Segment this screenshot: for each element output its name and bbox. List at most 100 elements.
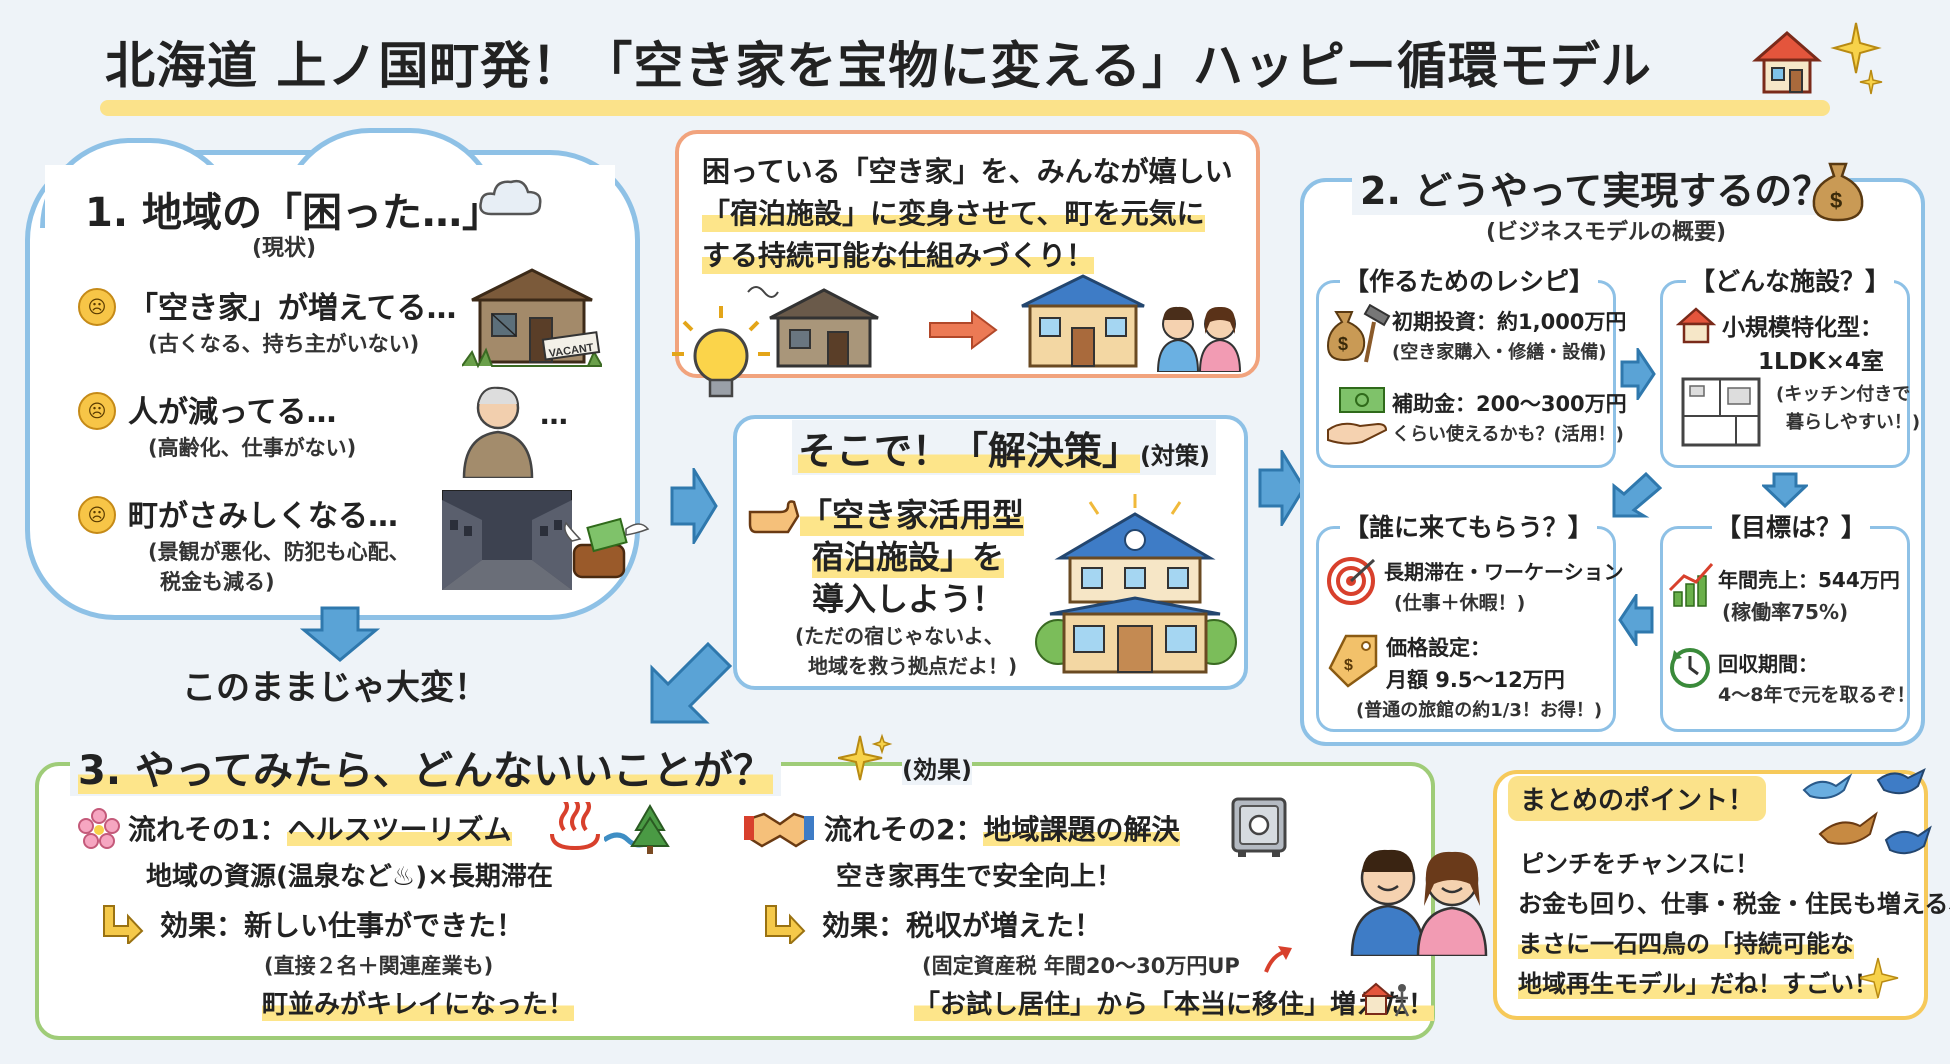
flow2-title-label: 流れその2： (824, 813, 984, 846)
goal-payback: 4〜8年で元を取るぞ！ (1718, 684, 1916, 706)
recipe-invest-detail: (空き家購入・修繕・設備) (1392, 342, 1607, 363)
solution-heading: そこで！「解決策」(対策) (792, 420, 1216, 475)
up-arrow-icon (1264, 946, 1292, 973)
solution-heading-note: (対策) (1140, 442, 1210, 470)
business-subheading: (ビジネスモデルの概要) (1486, 220, 1727, 245)
recipe-subsidy: 補助金：200〜300万円 (1392, 392, 1627, 416)
problem-item-desc: (古くなる、持ち主がいない) (148, 332, 420, 356)
price-tag-icon: $ (1328, 634, 1378, 688)
target-price: 月額 9.5〜12万円 (1386, 668, 1565, 692)
flow1-effect-detail: (直接２名＋関連産業も) (264, 954, 494, 978)
title-underline (100, 100, 1830, 116)
old-house-icon (747, 286, 879, 368)
facility-note: 暮らしやすい！) (1786, 412, 1921, 433)
ellipsis: … (540, 398, 568, 431)
birds-icon (1802, 767, 1932, 855)
business-heading: 2. どうやって実現するの？ (1352, 160, 1839, 215)
effects-heading: 3. やってみたら、どんないいことが？ (70, 738, 781, 796)
problem-item-title: 人が減ってる… (128, 395, 337, 430)
clock-cycle-icon (1670, 648, 1710, 688)
right-arrow (1258, 450, 1306, 526)
flow2-title: 流れその2：地域課題の解決 (824, 808, 1180, 848)
flow2-effect: 効果：税収が増えた！ (822, 904, 1102, 944)
sparkle-icon (838, 733, 893, 781)
target-stay: 長期滞在・ワーケーション (1384, 560, 1624, 584)
flow1-title: 流れその1：ヘルスツーリズム (128, 808, 512, 848)
flow1-title-label: 流れその1： (128, 813, 288, 846)
problem-heading: 1. 地域の「困った…」 (85, 190, 502, 236)
happy-couple-icon (1350, 849, 1488, 956)
flow2-effect-detail: (固定資産税 年間20〜30万円UP (922, 954, 1240, 978)
elderly-person-icon (462, 386, 534, 478)
flying-money-icon (564, 517, 650, 579)
house-icon (1752, 31, 1822, 94)
new-inn-icon (1021, 274, 1145, 368)
target-icon (1327, 557, 1376, 605)
cherry-blossom-icon (78, 808, 120, 849)
problem-item-desc-cont: 税金も減る) (160, 570, 275, 594)
summary-line: まさに一石四鳥の「持続可能な (1518, 924, 1854, 959)
recipe-subsidy-detail: くらい使えるかも？(活用！) (1392, 424, 1624, 445)
safe-icon (1231, 797, 1287, 857)
summary-line: 地域再生モデル」だね！すごい！ (1518, 964, 1878, 999)
problem-subheading: (現状) (252, 236, 317, 261)
cash-hand-icon (1327, 387, 1388, 445)
down-arrow (300, 606, 380, 662)
sparkle-icon (1830, 22, 1883, 95)
return-arrow-icon (103, 905, 144, 944)
money-bag-icon: $ (1812, 162, 1864, 222)
summary-title: まとめのポイント！ (1508, 776, 1767, 821)
solution-heading-text: そこで！「解決策」 (798, 429, 1141, 473)
summary-line: ピンチをチャンスに！ (1520, 850, 1760, 878)
solution-note: 地域を救う拠点だよ！) (808, 654, 1018, 678)
goal-payback-label: 回収期間： (1718, 652, 1818, 676)
flow1-effect-extra: 町並みがキレイになった！ (262, 984, 575, 1021)
lightbulb-icon (672, 306, 770, 398)
inn-building-icon (1035, 494, 1237, 674)
problem-item-desc: (景観が悪化、防犯も心配、 (148, 540, 410, 564)
target-price-note: (普通の旅館の約1/3！お得！) (1356, 700, 1603, 721)
goal-title: 【目標は？】 (1712, 508, 1871, 544)
facility-type: 小規模特化型： (1722, 315, 1883, 341)
goal-box (1660, 526, 1910, 732)
facility-note: (キッチン付きで (1776, 384, 1911, 405)
goal-sales-detail: (稼働率75%) (1722, 600, 1849, 624)
happy-people-icon (1156, 306, 1242, 372)
pointing-hand-icon (748, 500, 800, 534)
recipe-invest: 初期投資：約1,000万円 (1392, 310, 1627, 334)
flow2-desc: 空き家再生で安全向上！ (836, 862, 1123, 892)
effects-heading-text: 3. やってみたら、どんないいことが？ (78, 748, 773, 794)
target-title: 【誰に来てもらう？】 (1340, 508, 1597, 544)
solution-note: (ただの宿じゃないよ、 (795, 624, 1004, 648)
cloud-icon (479, 179, 542, 216)
down-left-arrow (1612, 472, 1662, 518)
flow1-effect-label: 効果： (160, 909, 245, 942)
house-walk-icon (1362, 982, 1410, 1017)
chart-up-icon (1668, 563, 1714, 607)
svg-text:$: $ (1338, 334, 1348, 354)
target-stay-detail: (仕事＋休暇！) (1394, 592, 1526, 614)
facility-rooms: 1LDK×4室 (1758, 349, 1884, 375)
floor-plan-icon (1681, 377, 1761, 447)
mission-line: 困っている「空き家」を、みんなが嬉しい (702, 155, 1233, 188)
handshake-icon (744, 812, 814, 848)
solution-line: 導入しよう！ (812, 580, 1005, 618)
dark-street-icon (442, 490, 572, 590)
sad-face-icon: ☹ (78, 288, 116, 326)
sad-face-icon: ☹ (78, 496, 116, 534)
down-left-arrow (650, 641, 733, 724)
mission-line: する持続可能な仕組みづくり！ (702, 234, 1095, 274)
flow1-effect: 効果：新しい仕事ができた！ (160, 904, 524, 944)
house-icon (1676, 307, 1716, 344)
flow1-title-highlight: ヘルスツーリズム (287, 813, 512, 846)
target-price-label: 価格設定： (1386, 636, 1491, 660)
solution-line: 宿泊施設」を (812, 532, 1005, 578)
problem-conclusion: このままじゃ大変！ (182, 668, 488, 708)
problem-item-title: 町がさみしくなる… (128, 499, 398, 534)
nature-trees-icon (604, 804, 670, 854)
return-arrow-icon (765, 905, 806, 944)
money-hammer-icon: $ (1326, 304, 1391, 363)
effects-heading-note: (効果) (902, 750, 972, 785)
page-title: 北海道 上ノ国町発！「空き家を宝物に変える」ハッピー循環モデル (105, 37, 1652, 95)
svg-text:$: $ (1830, 188, 1842, 213)
